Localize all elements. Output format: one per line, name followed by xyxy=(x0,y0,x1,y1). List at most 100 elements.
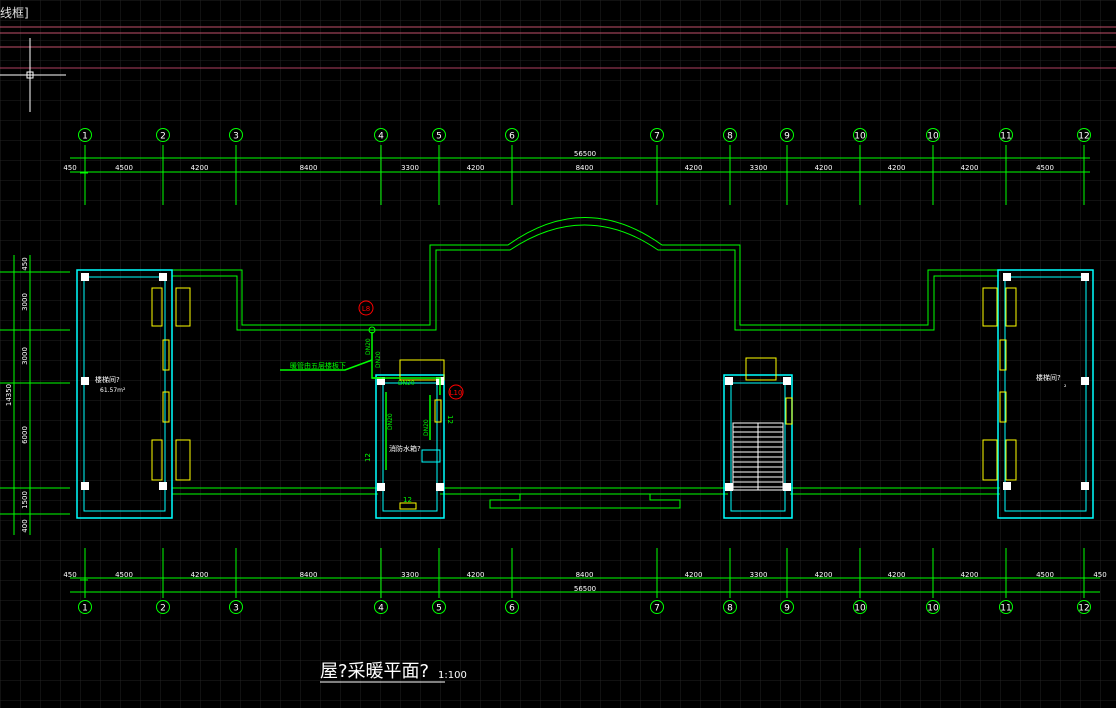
dim-label: 4500 xyxy=(1036,571,1054,579)
axis-bubble-label: 11 xyxy=(1000,132,1011,142)
axis-bubble: 11 xyxy=(999,600,1013,614)
pipe-dn-label-2: DN20 xyxy=(398,380,415,387)
dim-label: 8400 xyxy=(576,164,594,172)
num-12-a: 12 xyxy=(446,415,454,424)
axis-bubble-label: 6 xyxy=(509,604,515,614)
axis-bubble: 6 xyxy=(505,600,519,614)
axis-bubble-label: 7 xyxy=(654,132,660,142)
axis-bubble-label: 11 xyxy=(1000,604,1011,614)
left-dim-2: 3000 xyxy=(21,293,29,311)
axis-bubble-label: 12 xyxy=(1078,604,1089,614)
axis-bubble: 3 xyxy=(229,128,243,142)
left-dim-4: 6000 xyxy=(21,426,29,444)
dim-label: 4200 xyxy=(467,164,485,172)
axis-bubble: 1 xyxy=(78,128,92,142)
pipe-dn-label-4: DN20 xyxy=(423,419,430,436)
axis-bubble: 12 xyxy=(1077,128,1091,142)
axis-bubble: 9 xyxy=(780,128,794,142)
dim-label: 4200 xyxy=(191,571,209,579)
axis-bubble-label: 9 xyxy=(784,132,790,142)
center-room-label: 消防水箱? xyxy=(389,444,421,453)
axis-bubble: 8 xyxy=(723,128,737,142)
pipe-dn-label-3: DN20 xyxy=(387,413,394,430)
right-room-label: 楼梯间? xyxy=(1036,373,1061,382)
overall-dim-top: 56500 xyxy=(574,150,596,158)
left-dim-6: 400 xyxy=(21,519,29,532)
axis-bubble: 10 xyxy=(926,600,940,614)
dim-label: 4200 xyxy=(467,571,485,579)
axis-bubble-label: 10 xyxy=(854,604,866,614)
axis-bubble: 9 xyxy=(780,600,794,614)
dim-label: 4200 xyxy=(888,164,906,172)
axis-bubble: 5 xyxy=(432,600,446,614)
axis-bubble-label: 4 xyxy=(378,132,384,142)
left-room-label: 楼梯间? xyxy=(95,375,120,384)
dim-label: 450 xyxy=(63,571,76,579)
axis-bubble: 2 xyxy=(156,128,170,142)
left-room-area: 61.57m² xyxy=(100,387,126,394)
axis-bubble: 6 xyxy=(505,128,519,142)
bottom-dimension-chain: 56500 xyxy=(70,577,1100,593)
dim-label: 8400 xyxy=(576,571,594,579)
right-room-mark: ² xyxy=(1064,384,1067,391)
left-dim-total: 14350 xyxy=(5,384,13,406)
num-12-b: 12 xyxy=(364,453,372,462)
dim-label: 4200 xyxy=(815,164,833,172)
axis-bubble-label: 2 xyxy=(160,604,166,614)
axis-bubble-label: 8 xyxy=(727,604,733,614)
axis-bubble-label: 12 xyxy=(1078,132,1089,142)
axis-bubble: 12 xyxy=(1077,600,1091,614)
top-dimension-chain: 56500 xyxy=(70,150,1090,173)
axis-bubble-label: 4 xyxy=(378,604,384,614)
dim-label: 450 xyxy=(63,164,76,172)
axis-bubble: 10 xyxy=(853,128,867,142)
axis-bubble: 7 xyxy=(650,128,664,142)
dim-label: 4200 xyxy=(961,571,979,579)
dim-label: 4200 xyxy=(685,571,703,579)
axis-bubble: 3 xyxy=(229,600,243,614)
viewport-label[interactable]: 线框] xyxy=(0,6,29,20)
left-stair-room: 楼梯间? 61.57m² xyxy=(76,269,191,519)
left-dim-3: 3000 xyxy=(21,347,29,365)
dim-label: 4500 xyxy=(115,164,133,172)
heating-pipes xyxy=(280,326,441,470)
axis-bubble-label: 10 xyxy=(927,132,939,142)
axis-bubble: 4 xyxy=(374,600,388,614)
axis-bubble: 4 xyxy=(374,128,388,142)
axis-bubble-label: 5 xyxy=(436,604,442,614)
axis-bubble-label: 3 xyxy=(233,604,239,614)
riser-marker-l8: L8 xyxy=(358,300,374,316)
dim-label: 450 xyxy=(1093,571,1106,579)
axis-bubble-label: 7 xyxy=(654,604,660,614)
axis-bubble-label: 3 xyxy=(233,132,239,142)
axis-bubble: 5 xyxy=(432,128,446,142)
dim-label: 3300 xyxy=(750,164,768,172)
dim-label: 8400 xyxy=(300,164,318,172)
riser-l10-label: L10 xyxy=(450,389,463,397)
building-outline xyxy=(170,217,1000,509)
axis-bubble: 10 xyxy=(926,128,940,142)
dim-label: 4200 xyxy=(888,571,906,579)
axis-bubble: 1 xyxy=(78,600,92,614)
axis-bubble-label: 1 xyxy=(82,604,88,614)
dim-label: 4200 xyxy=(191,164,209,172)
axis-bubble-label: 5 xyxy=(436,132,442,142)
dim-label: 4200 xyxy=(815,571,833,579)
axis-bubble-label: 10 xyxy=(854,132,866,142)
title-border-lines xyxy=(0,26,1116,69)
axis-bubble-label: 9 xyxy=(784,604,790,614)
drawing-title-block: 屋?采暖平面? 1:100 xyxy=(320,661,467,683)
crosshair-cursor xyxy=(0,38,66,112)
dim-label: 4200 xyxy=(961,164,979,172)
left-dim-1: 450 xyxy=(21,257,29,270)
dim-label: 3300 xyxy=(750,571,768,579)
riser-marker-l10: L10 xyxy=(448,384,464,400)
dim-label: 4500 xyxy=(1036,164,1054,172)
right-stair-room: 楼梯间? ² xyxy=(982,269,1094,519)
pipe-dn-label-5: DN20 xyxy=(375,351,382,368)
axis-bubble-label: 10 xyxy=(927,604,939,614)
axis-bubble: 8 xyxy=(723,600,737,614)
